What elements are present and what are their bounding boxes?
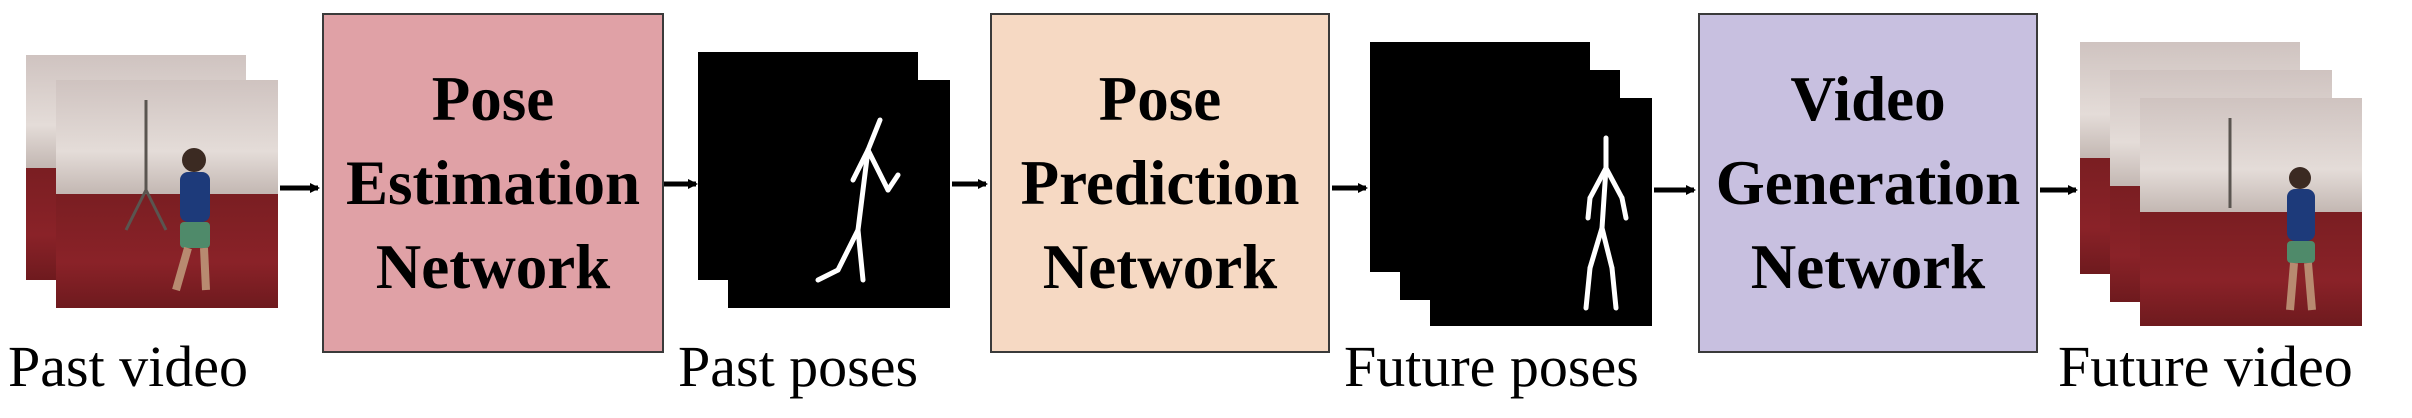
past-video-frame-front	[56, 80, 278, 308]
pose-prediction-line-2: Prediction	[1020, 148, 1300, 218]
person-photo-icon	[2228, 118, 2316, 311]
past-pose-frame-front	[728, 80, 950, 308]
stick-figure-icon	[1583, 135, 1629, 311]
pose-estimation-network: Pose Estimation Network	[322, 13, 664, 353]
video-generation-line-2: Generation	[1715, 148, 2021, 218]
future-video-frame-front	[2140, 98, 2362, 326]
person-photo-icon	[124, 100, 210, 292]
pose-estimation-line-1: Pose	[431, 64, 555, 134]
video-generation-network: Video Generation Network	[1698, 13, 2038, 353]
future-pose-frame-front	[1430, 98, 1652, 326]
stick-figure-icon	[815, 117, 901, 283]
caption-future-poses: Future poses	[1344, 334, 1639, 399]
video-generation-line-1: Video	[1790, 64, 1946, 134]
caption-future-video: Future video	[2058, 334, 2353, 399]
pose-prediction-line-3: Network	[1042, 232, 1278, 302]
pose-estimation-line-3: Network	[375, 232, 611, 302]
video-generation-line-3: Network	[1750, 232, 1986, 302]
pose-prediction-line-1: Pose	[1098, 64, 1222, 134]
pose-estimation-line-2: Estimation	[345, 148, 641, 218]
pose-prediction-network: Pose Prediction Network	[990, 13, 1330, 353]
caption-past-poses: Past poses	[678, 334, 919, 399]
caption-past-video: Past video	[8, 334, 249, 399]
